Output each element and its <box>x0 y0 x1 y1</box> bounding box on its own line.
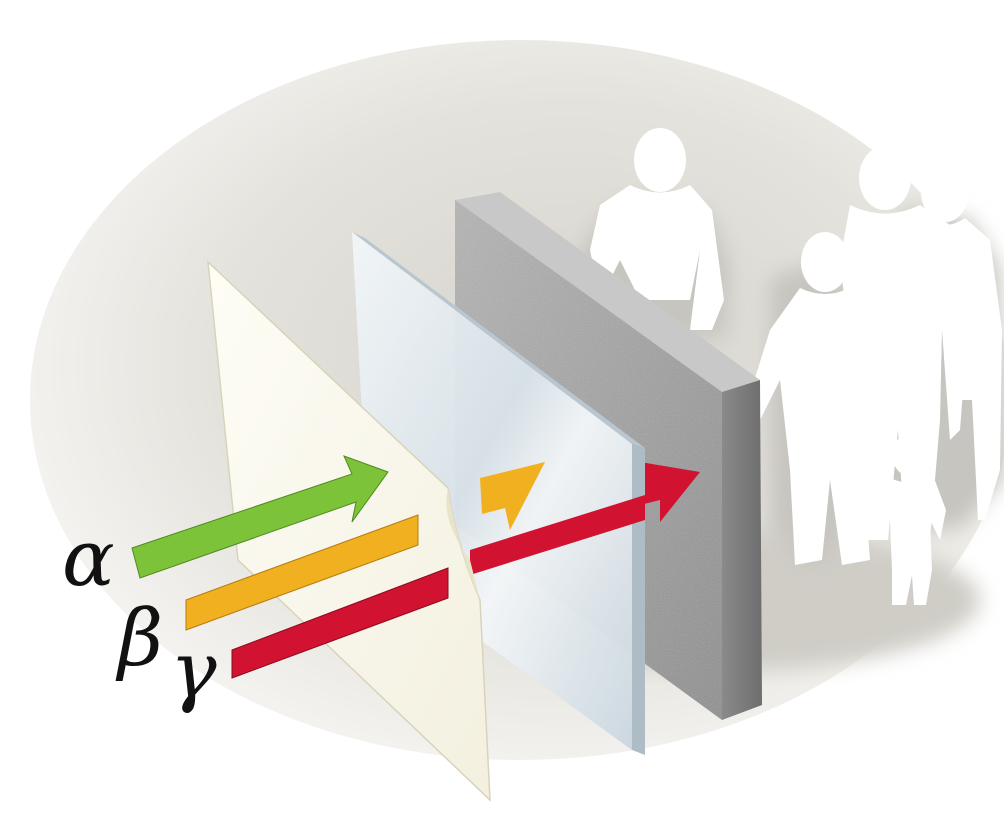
beta-label: β <box>118 594 164 684</box>
gamma-label: γ <box>170 626 217 716</box>
gamma-arrow-shaft <box>231 567 449 679</box>
alpha-label: α <box>62 514 115 604</box>
gamma-arrow-head <box>640 462 700 522</box>
alpha-arrow <box>131 455 389 579</box>
paper-sheet-icon <box>207 260 491 802</box>
beta-arrow-head <box>480 462 545 530</box>
family-silhouette-icon <box>570 128 1004 605</box>
beta-arrow-shaft <box>185 514 419 631</box>
gamma-arrow-shaft-mid <box>470 495 645 575</box>
